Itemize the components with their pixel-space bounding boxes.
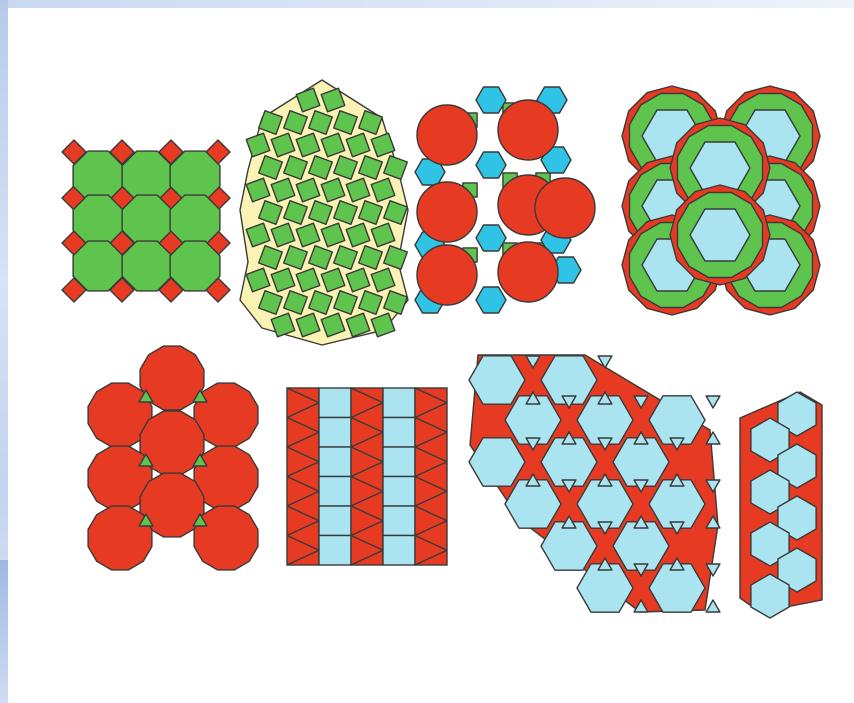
- dodecagon-tile: [498, 242, 558, 302]
- tiling-octagon-square: [62, 140, 230, 302]
- square-tile: [383, 418, 415, 448]
- triangle-tile: [706, 396, 720, 408]
- square-tile: [383, 477, 415, 507]
- square-tile: [319, 536, 351, 566]
- octagon-tile: [170, 241, 220, 291]
- dodecagon-tile: [417, 182, 477, 242]
- octagon-tile: [122, 241, 172, 291]
- square-tile: [319, 477, 351, 507]
- tiling-square-triangle-strips: [287, 388, 447, 565]
- square-tile: [319, 506, 351, 536]
- hexagon-tile: [476, 287, 506, 313]
- octagon-tile: [73, 241, 123, 291]
- triangle-tile: [706, 600, 720, 612]
- square-tile: [319, 418, 351, 448]
- dodecagon-tile: [417, 245, 477, 305]
- octagon-tile: [170, 151, 220, 201]
- tiling-hexagon-square-triangle-ring: [622, 86, 820, 315]
- dodecagon-tile: [417, 105, 477, 165]
- tiling-square-triangle: [240, 80, 408, 345]
- octagon-tile: [122, 151, 172, 201]
- hexagon-tile: [476, 225, 506, 251]
- square-tile: [383, 388, 415, 418]
- tiling-dodecagon-triangle: [88, 346, 258, 570]
- square-tile: [319, 447, 351, 477]
- square-tile: [383, 506, 415, 536]
- square-tile: [383, 536, 415, 566]
- dodecagon-tile: [88, 506, 152, 570]
- hexagon-tile: [476, 152, 506, 178]
- dodecagon-tile: [194, 506, 258, 570]
- hexagon-tile: [476, 87, 506, 113]
- octagon-tile: [73, 195, 123, 245]
- tiling-dodecagon-hexagon-square: [415, 87, 595, 313]
- tiling-hexagon-triangle-grid: [469, 355, 720, 612]
- octagon-tile: [73, 151, 123, 201]
- tiling-hexagon-triangle-strip: [740, 392, 822, 618]
- octagon-tile: [122, 195, 172, 245]
- dodecagon-tile: [535, 178, 595, 238]
- square-tile: [319, 388, 351, 418]
- square-tile: [383, 447, 415, 477]
- octagon-tile: [170, 195, 220, 245]
- dodecagon-tile: [498, 100, 558, 160]
